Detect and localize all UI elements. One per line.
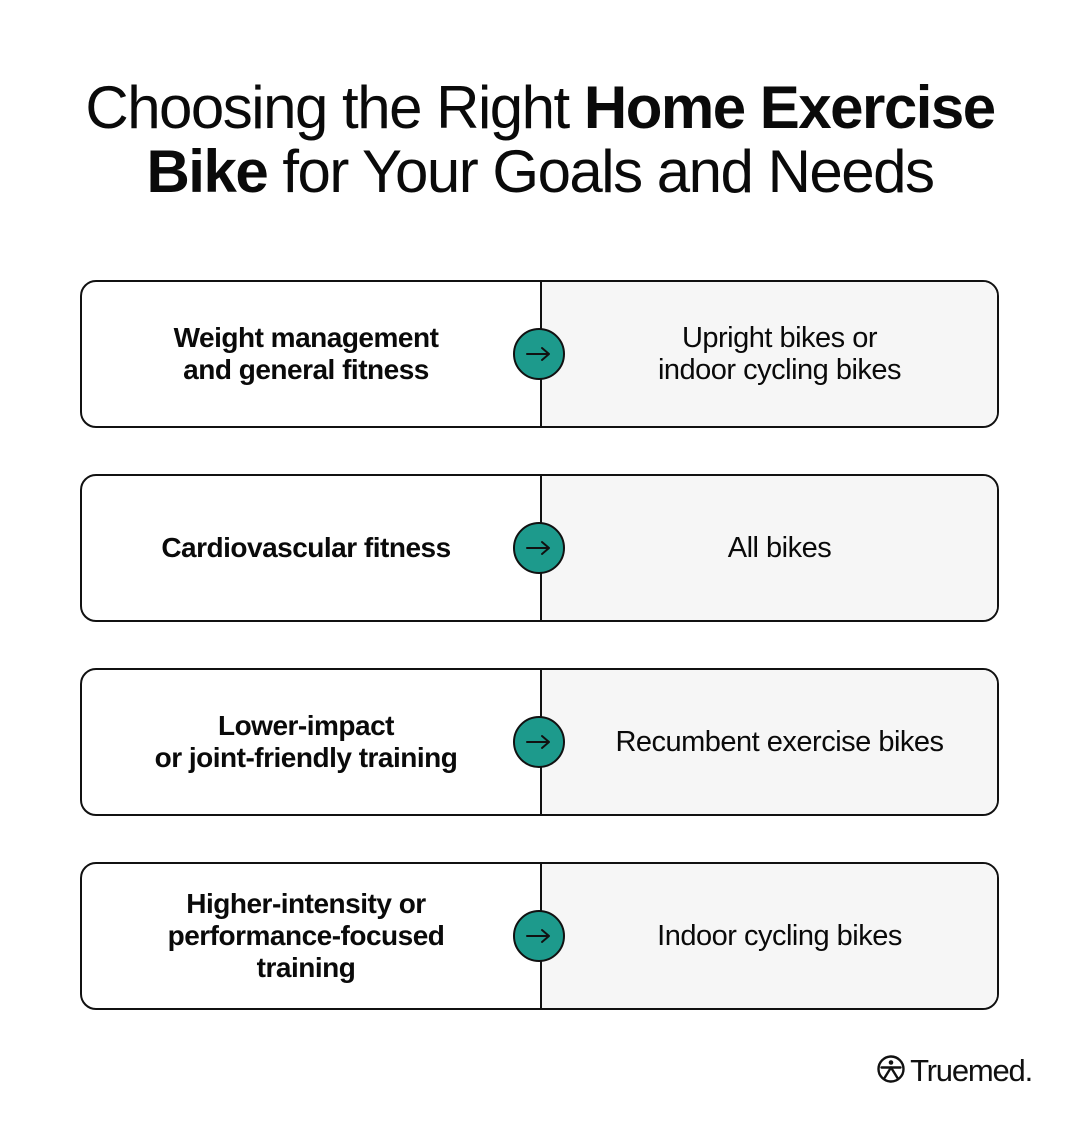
recommendation-cell: All bikes xyxy=(540,476,997,620)
brand-logo: Truemed. xyxy=(876,1053,1033,1089)
goal-text: Cardiovascular fitness xyxy=(161,532,451,563)
title-line-2: Bike for Your Goals and Needs xyxy=(146,138,935,205)
arrow-right-icon xyxy=(513,716,565,768)
goal-row-higher-intensity: Higher-intensity or performance-focused … xyxy=(80,862,999,1010)
logo-text: Truemed. xyxy=(910,1053,1033,1088)
goal-text: Lower-impact xyxy=(217,710,395,741)
recommendation-text: Upright bikes or xyxy=(681,322,878,354)
page-title: Choosing the Right Home Exercise Bike fo… xyxy=(0,76,1080,204)
recommendation-text: indoor cycling bikes xyxy=(657,354,902,386)
recommendation-text: All bikes xyxy=(727,532,832,564)
goal-text: training xyxy=(256,952,356,983)
goal-cell: Lower-impact or joint-friendly training xyxy=(82,670,540,814)
goal-cell: Weight management and general fitness xyxy=(82,282,540,426)
title-line-1: Choosing the Right Home Exercise xyxy=(85,74,996,141)
goal-text: Higher-intensity or xyxy=(186,888,426,919)
goal-text: and general fitness xyxy=(183,354,429,385)
recommendation-cell: Upright bikes or indoor cycling bikes xyxy=(540,282,997,426)
arrow-right-icon xyxy=(513,522,565,574)
recommendation-cell: Recumbent exercise bikes xyxy=(540,670,997,814)
recommendation-text: Indoor cycling bikes xyxy=(657,920,902,952)
goal-recommendation-list: Weight management and general fitness Up… xyxy=(80,280,999,1056)
arrow-right-icon xyxy=(513,328,565,380)
recommendation-cell: Indoor cycling bikes xyxy=(540,864,997,1008)
goal-text: or joint-friendly training xyxy=(154,742,458,773)
arrow-right-icon xyxy=(513,910,565,962)
goal-row-cardiovascular: Cardiovascular fitness All bikes xyxy=(80,474,999,622)
goal-text: performance-focused xyxy=(167,920,445,951)
goal-row-weight-management: Weight management and general fitness Up… xyxy=(80,280,999,428)
goal-text: Weight management xyxy=(173,322,439,353)
goal-cell: Higher-intensity or performance-focused … xyxy=(82,864,540,1008)
goal-cell: Cardiovascular fitness xyxy=(82,476,540,620)
truemed-logo-icon xyxy=(876,1054,906,1089)
goal-row-lower-impact: Lower-impact or joint-friendly training … xyxy=(80,668,999,816)
recommendation-text: Recumbent exercise bikes xyxy=(615,726,944,758)
